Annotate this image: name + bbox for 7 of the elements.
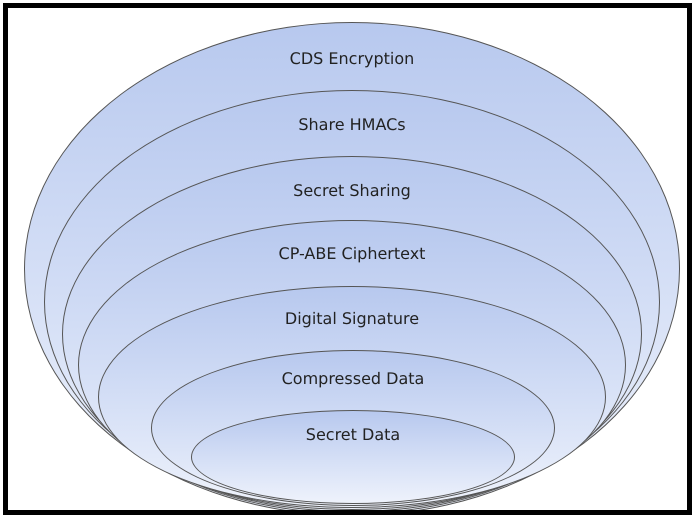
layer-label: Share HMACs [297, 115, 407, 134]
layer-label: Digital Signature [284, 309, 420, 328]
layer-label: Secret Data [304, 425, 402, 444]
layer-label: CP-ABE Ciphertext [278, 244, 426, 263]
layer-label: Compressed Data [280, 369, 426, 388]
layer-label: Secret Sharing [292, 181, 412, 200]
layer-label: CDS Encryption [288, 49, 416, 68]
